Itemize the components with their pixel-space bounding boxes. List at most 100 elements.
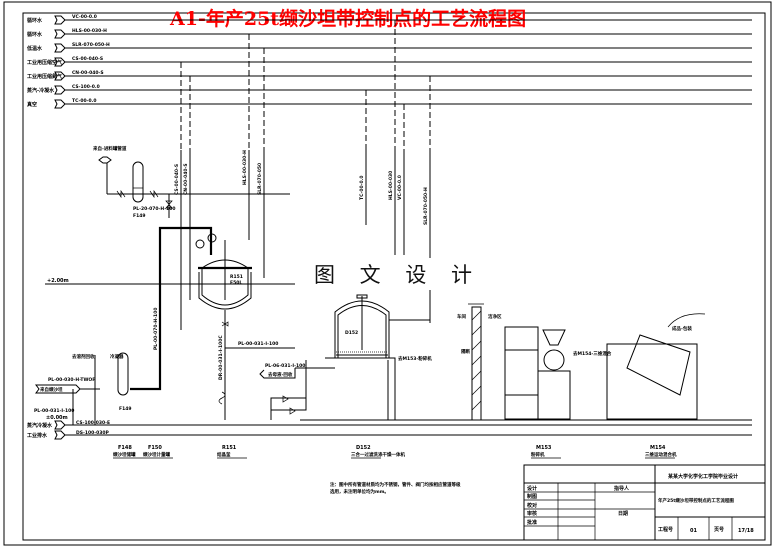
svg-text:洁净区: 洁净区: [488, 313, 502, 320]
svg-text:制图: 制图: [527, 493, 537, 500]
svg-text:某某大学化学化工学院毕业设计: 某某大学化学化工学院毕业设计: [667, 473, 738, 480]
svg-text:R151: R151: [222, 445, 237, 451]
bottom-utility-lines: 蒸汽冷凝水 CS-100-030-E 工业排水 DS-100-030P: [27, 420, 752, 440]
bottom-utility-line: 蒸汽冷凝水 CS-100-030-E: [27, 420, 752, 430]
svg-text:车间: 车间: [457, 313, 466, 320]
svg-text:17/18: 17/18: [738, 528, 754, 534]
svg-text:来自缬沙坦: 来自缬沙坦: [39, 386, 63, 393]
svg-text:去溶剂回收: 去溶剂回收: [72, 353, 95, 360]
utility-line: 工业用压缩空气 CS-00-040-S: [27, 56, 752, 67]
svg-text:蒸汽冷凝水: 蒸汽冷凝水: [27, 422, 53, 429]
svg-text:HLS-00-030-H: HLS-00-030-H: [72, 28, 107, 34]
svg-text:三维运动混合机: 三维运动混合机: [645, 451, 677, 458]
svg-text:PL-20-070-H-100: PL-20-070-H-100: [133, 206, 175, 212]
svg-text:CS-100-030-E: CS-100-030-E: [76, 420, 110, 426]
reactor-r151: R151 F50L DR-00-031-I-100C PL-00-031-I-1…: [195, 233, 295, 420]
svg-text:低温水: 低温水: [26, 45, 43, 52]
svg-text:来自-进料罐管道: 来自-进料罐管道: [92, 145, 127, 152]
svg-text:F50L: F50L: [230, 280, 242, 286]
svg-text:M153: M153: [536, 445, 552, 451]
svg-text:CS-100-0.0: CS-100-0.0: [72, 84, 100, 90]
svg-text:工业排水: 工业排水: [27, 432, 48, 439]
svg-text:TC-00-0.0: TC-00-0.0: [72, 98, 96, 104]
svg-text:M154: M154: [650, 445, 666, 451]
svg-text:SLR-070-050: SLR-070-050: [257, 163, 263, 195]
watermark: 图 文 设 计: [314, 263, 481, 287]
svg-text:循环水: 循环水: [27, 31, 43, 38]
svg-text:蒸汽-冷凝水: 蒸汽-冷凝水: [27, 87, 55, 94]
transfer-pipe: [130, 226, 213, 391]
svg-text:CN-00-040-S: CN-00-040-S: [183, 163, 189, 195]
svg-text:日期: 日期: [618, 510, 628, 517]
svg-text:HLS-00-030-H: HLS-00-030-H: [242, 150, 248, 185]
svg-text:批准: 批准: [527, 519, 537, 526]
svg-text:审核: 审核: [527, 510, 537, 517]
vertical-drops: CS-00-040-S CN-00-040-S HLS-00-030-H SLR…: [174, 20, 431, 330]
svg-text:去M154-三维混合: 去M154-三维混合: [573, 350, 612, 357]
svg-text:冷凝器: 冷凝器: [110, 353, 124, 360]
watermark-bg: [305, 258, 465, 290]
svg-text:去M153-粉碎机: 去M153-粉碎机: [398, 355, 432, 362]
svg-text:三合一过滤洗涤干燥一体机: 三合一过滤洗涤干燥一体机: [351, 451, 405, 458]
svg-text:HLS-00-030: HLS-00-030: [388, 171, 394, 200]
svg-text:工业用压缩氮气: 工业用压缩氮气: [27, 73, 62, 80]
svg-text:缬沙坦储罐: 缬沙坦储罐: [113, 451, 136, 458]
svg-text:工业用压缩空气: 工业用压缩空气: [27, 59, 62, 66]
svg-text:成品-包装: 成品-包装: [672, 325, 692, 332]
svg-text:CN-00-040-S: CN-00-040-S: [72, 70, 104, 76]
elevation-upper: +2.00m: [47, 278, 69, 284]
svg-text:隔断: 隔断: [461, 348, 470, 355]
drawing-title: A1-年产25t缬沙坦带控制点的工艺流程图: [169, 7, 526, 30]
wall: 车间 洁净区 隔断: [457, 303, 502, 421]
utility-line: 真空 TC-00-0.0: [27, 98, 752, 109]
svg-text:DR-00-031-I-100C: DR-00-031-I-100C: [218, 335, 224, 380]
outer-border: [3, 1, 772, 546]
elevation-ground: ±0.00m: [46, 415, 68, 421]
svg-text:页号: 页号: [714, 526, 724, 533]
svg-text:F149: F149: [133, 213, 145, 219]
utility-line: 蒸汽-冷凝水 CS-100-0.0: [27, 84, 752, 95]
svg-text:去母液-回收: 去母液-回收: [268, 371, 293, 378]
svg-text:DS-100-030P: DS-100-030P: [76, 430, 109, 436]
feed-tank-upper: 来自-进料罐管道 PL-20-070-H-100 F149: [92, 145, 290, 219]
svg-text:VC-00-0.0: VC-00-0.0: [72, 14, 97, 20]
svg-text:F149: F149: [119, 406, 131, 412]
svg-text:VC-00-0.0: VC-00-0.0: [397, 175, 403, 200]
svg-text:指导人: 指导人: [614, 485, 630, 492]
mixer-m154: 成品-包装: [606, 313, 706, 420]
inner-frame: [22, 12, 766, 541]
svg-text:01: 01: [690, 528, 697, 534]
svg-text:R151: R151: [230, 274, 243, 280]
svg-text:SLR-070-050-H: SLR-070-050-H: [423, 187, 429, 225]
filter-dryer-d152: D152 PL-06-031-I-100 去母液-回收 去M153-粉碎机: [259, 294, 432, 420]
svg-text:校对: 校对: [527, 502, 537, 509]
svg-text:PL-00-031-I-100: PL-00-031-I-100: [34, 408, 74, 414]
note-line-1: 注：图中所有管道材质均为不锈钢，管件、阀门均按相应管道等级: [330, 481, 461, 488]
svg-text:PL-00-030-H-TWOP: PL-00-030-H-TWOP: [48, 377, 96, 383]
bottom-utility-line: 工业排水 DS-100-030P: [27, 430, 752, 440]
svg-text:CS-00-040-S: CS-00-040-S: [72, 56, 103, 62]
svg-text:粉碎机: 粉碎机: [531, 451, 545, 458]
utility-line: 循环水 VC-00-0.0: [27, 14, 752, 25]
title-block: 某某大学化学化工学院毕业设计 年产25t缬沙坦带控制点的工艺流程图 设计 制图 …: [523, 464, 766, 541]
svg-text:D152: D152: [356, 445, 371, 451]
svg-text:PL-00-070-H-100: PL-00-070-H-100: [153, 308, 159, 350]
svg-text:F148: F148: [118, 445, 132, 451]
svg-text:真空: 真空: [27, 101, 37, 108]
mill-m153: 去M154-三维混合: [504, 326, 612, 420]
svg-text:TC-00-0.0: TC-00-0.0: [359, 176, 365, 200]
svg-text:设计: 设计: [527, 485, 537, 492]
utility-line: 低温水 SLR-070-050-H: [26, 42, 752, 53]
svg-text:缬沙坦计量罐: 缬沙坦计量罐: [143, 451, 170, 458]
receiver-tank-f148: 去溶剂回收 冷凝器 来自缬沙坦 PL-00-030-H-TWOP F149 PL…: [34, 352, 131, 425]
svg-text:PL-06-031-I-100: PL-06-031-I-100: [265, 363, 305, 369]
svg-text:SLR-070-050-H: SLR-070-050-H: [72, 42, 110, 48]
svg-text:结晶釜: 结晶釜: [217, 451, 231, 458]
svg-text:循环水: 循环水: [27, 17, 43, 24]
